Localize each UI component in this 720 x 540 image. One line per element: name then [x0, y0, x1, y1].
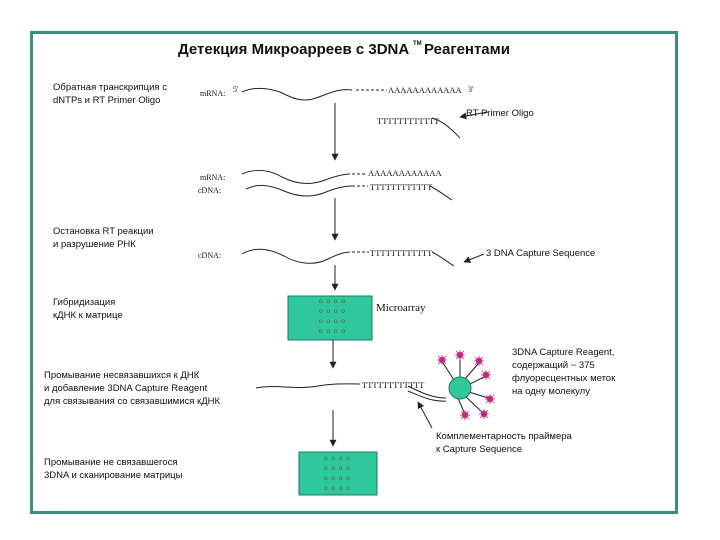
step-3-line-2: кДНК к матрице: [53, 310, 123, 321]
complementarity-pointer: [417, 401, 433, 429]
slide-frame: [30, 31, 678, 514]
step-2-line-2: и разрушение РНК: [53, 239, 136, 250]
cdna-label-3: cDNA:: [198, 251, 221, 260]
step-5-line-2: 3DNA и сканирование матрицы: [44, 470, 183, 481]
complementarity-line-1: Комплементарность праймера: [436, 431, 573, 442]
bound-cdna-strand: [255, 383, 361, 389]
mrna-3prime-1: 3': [468, 85, 474, 94]
mrna-label-1: mRNA:: [200, 89, 225, 98]
arm-6: [465, 396, 483, 413]
cdna-tail-3: [431, 251, 455, 267]
arm-4: [467, 376, 485, 386]
polyt-4: TTTTTTTTTTTT: [362, 380, 425, 390]
step-4-line-2: и добавление 3DNA Capture Reagent: [44, 383, 208, 394]
bound-tail-b: [407, 390, 447, 402]
microarray-2-row-3: o o o o: [324, 475, 351, 482]
complementarity-line-2: к Capture Sequence: [436, 444, 522, 455]
microarray-1: [287, 295, 373, 341]
reagent-label-line-1: 3DNA Capture Reagent,: [512, 347, 614, 358]
microarray-label: Microarray: [376, 302, 426, 314]
mrna-strand-2: [241, 169, 351, 185]
reagent-label-line-2: содержащий ~ 375: [512, 360, 595, 371]
mrna-strand-1: [241, 87, 353, 101]
capture-seq-pointer: [463, 253, 485, 263]
microarray-1-row-1: o o o o: [319, 298, 346, 305]
arm-7: [457, 397, 465, 413]
arm-3: [463, 363, 479, 381]
step-3-line-1: Гибридизация: [53, 297, 115, 308]
microarray-2-row-2: o o o o: [324, 465, 351, 472]
rt-primer-pointer: [459, 111, 489, 120]
reagent-core: [448, 376, 472, 400]
microarray-2-row-1: o o o o: [324, 455, 351, 462]
title-main: Детекция Микроарреев с 3DNA: [178, 41, 409, 58]
cdna-label-2: cDNA:: [198, 186, 221, 195]
microarray-1-row-4: o o o o: [319, 328, 346, 335]
step-4-line-3: для связывания со связавшимися кДНК: [44, 396, 220, 407]
microarray-1-row-3: o o o o: [319, 318, 346, 325]
step-2-line-1: Остановка RT реакции: [53, 226, 154, 237]
cdna-strand-2: [245, 184, 353, 197]
polyt-2: TTTTTTTTTTTT: [370, 182, 433, 192]
title-suffix: Реагентами: [424, 41, 510, 58]
rt-primer-label: RT Primer Oligo: [466, 108, 534, 119]
polyt-3: TTTTTTTTTTTT: [370, 248, 433, 258]
fluor-spikes: [437, 350, 495, 420]
mrna-5prime-1: 5': [233, 85, 239, 94]
mrna-label-2: mRNA:: [200, 173, 225, 182]
microarray-2-row-4: o o o o: [324, 485, 351, 492]
cdna-tail-2: [429, 185, 453, 201]
capture-seq-label: 3 DNA Capture Sequence: [486, 248, 595, 259]
bound-tail-a: [407, 385, 447, 399]
microarray-2: [298, 451, 378, 496]
step-1-line-2: dNTPs и RT Primer Oligo: [53, 95, 160, 106]
step-5-line-1: Промывание не связавшегося: [44, 457, 177, 468]
reagent-label-line-4: на одну молекулу: [512, 386, 590, 397]
polya-1: AAAAAAAAAAAA: [388, 85, 463, 95]
primer-tail: [431, 117, 461, 139]
polyt-primer: TTTTTTTTTTTT: [377, 116, 440, 126]
polya-2: AAAAAAAAAAAA: [368, 168, 443, 178]
arm-5: [468, 391, 489, 399]
step-1-line-1: Обратная транскрипция с: [53, 82, 167, 93]
reagent-label-line-3: флуоресцентных меток: [512, 373, 616, 384]
title-tm: TM: [413, 41, 422, 47]
step-4-line-1: Промывание несвязавшихся к ДНК: [44, 370, 200, 381]
cdna-strand-3: [241, 248, 351, 264]
microarray-1-row-2: o o o o: [319, 308, 346, 315]
